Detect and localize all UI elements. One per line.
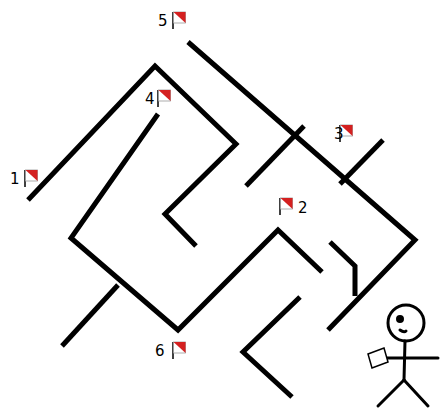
map-paper: [368, 348, 388, 368]
flag: [173, 342, 186, 359]
flag: [173, 12, 186, 29]
callout-number: 6: [155, 344, 165, 359]
flag: [158, 90, 171, 107]
callout-number: 1: [10, 172, 20, 187]
maze-walls: [28, 42, 415, 397]
callout-number: 5: [158, 14, 168, 29]
callout-number: 4: [145, 92, 155, 107]
callout-number: 3: [334, 127, 344, 142]
flag: [280, 198, 293, 215]
flag: [25, 170, 38, 187]
stick-figure: [378, 305, 438, 406]
callout-number: 2: [298, 201, 308, 216]
